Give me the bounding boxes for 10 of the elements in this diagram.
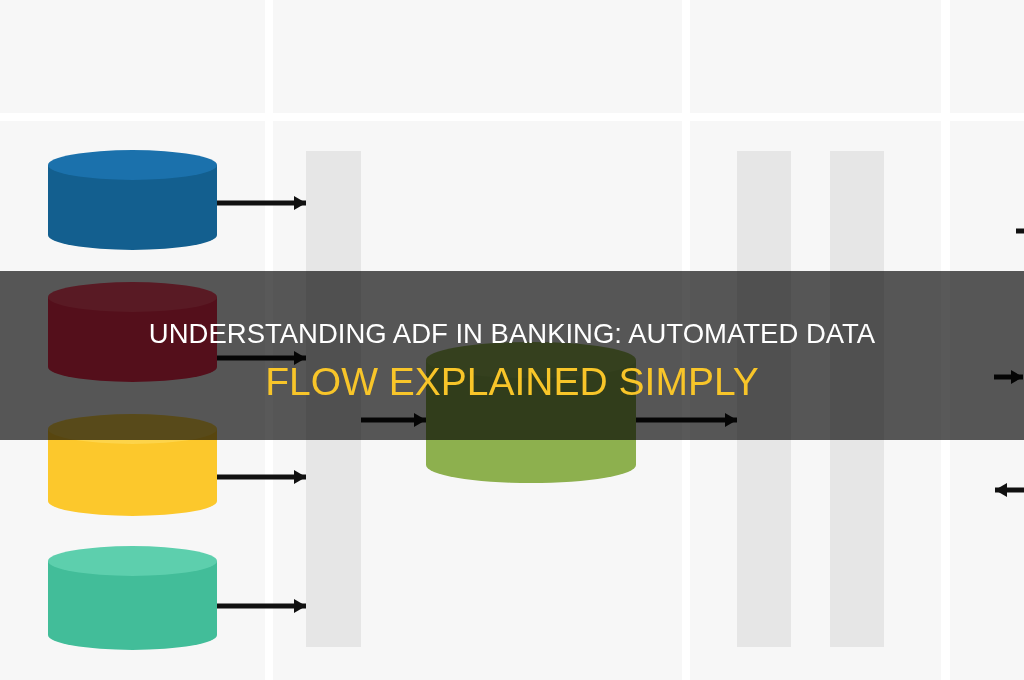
- title: UNDERSTANDING ADF IN BANKING: AUTOMATED DATA FLOW EXPLAINED SIMPLY: [147, 317, 877, 405]
- database-cylinder: [48, 546, 217, 650]
- database-cylinder: [48, 414, 217, 516]
- arrow: [361, 413, 426, 427]
- arrow: [217, 599, 306, 613]
- arrow: [217, 351, 306, 365]
- arrow: [217, 196, 306, 210]
- arrow: [636, 413, 737, 427]
- arrow: [217, 470, 306, 484]
- database-cylinder: [48, 150, 217, 250]
